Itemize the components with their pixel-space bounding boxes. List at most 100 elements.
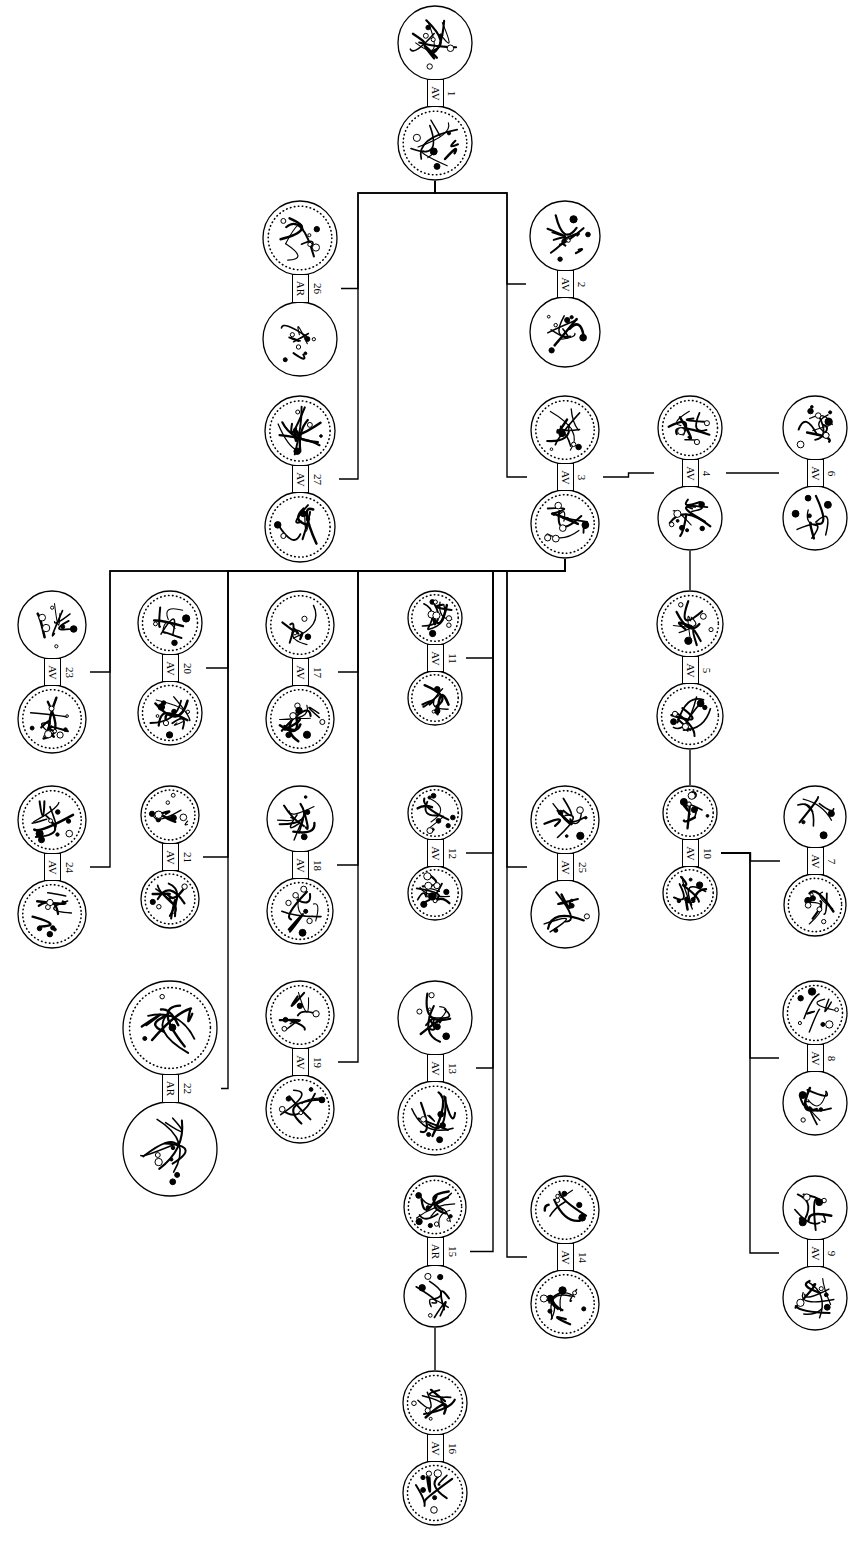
coin-pellet (39, 614, 46, 621)
coin-design-stroke (548, 916, 584, 929)
callout-number: 9 (826, 1250, 837, 1256)
coin-pellet (799, 1092, 806, 1099)
coin-pellet (55, 645, 58, 648)
coin-pellet (549, 348, 554, 353)
coin-pellet (545, 535, 551, 541)
coin-beading (536, 1275, 594, 1333)
coin-pellet (565, 318, 570, 323)
coin-beading (271, 1080, 329, 1138)
coin-pellet (421, 1117, 427, 1123)
coin-beading (271, 596, 329, 654)
coin-pellet (30, 726, 34, 730)
coin-outline (18, 685, 86, 753)
coin-pellet (798, 1021, 801, 1024)
coin-pellet (304, 909, 308, 913)
coin-pellet (143, 1037, 147, 1041)
coin-design-stroke (800, 797, 819, 822)
coin-design-stroke (566, 434, 571, 446)
metal-mark: AV (47, 860, 58, 874)
coin-design-stroke (810, 891, 834, 911)
coin-design-stroke (810, 523, 814, 538)
coin-design-stroke (824, 893, 827, 914)
coin-pellet (801, 1118, 805, 1122)
coin-design-stroke (165, 1144, 186, 1164)
metal-mark: AV (430, 846, 441, 860)
coin-design-stroke (573, 234, 579, 236)
coin-pellet (413, 134, 420, 141)
coin-design-stroke (576, 249, 582, 253)
coin-pellet (799, 1219, 806, 1226)
coin-design-stroke (163, 622, 175, 631)
metal-mark: AV (430, 86, 441, 100)
coin-design-stroke (159, 607, 160, 627)
callout-number: 18 (312, 860, 323, 871)
coin-pellet (447, 623, 451, 627)
coin-beading (667, 790, 713, 836)
coin-pellet (443, 1033, 450, 1040)
coin-beading (662, 596, 719, 653)
coin-pellet (584, 914, 589, 919)
coin-outline (408, 591, 462, 645)
coin-pair: AV16 (399, 1370, 471, 1526)
coin-pellet (309, 1088, 313, 1092)
coin-design-stroke (416, 1485, 425, 1506)
coin-pellet (180, 814, 187, 821)
coin-beading (536, 1181, 594, 1239)
coin-design-stroke (291, 407, 305, 433)
coin-pellet (53, 729, 57, 733)
metal-band: AV (807, 1239, 824, 1267)
coin-design-stroke (674, 884, 684, 900)
coin-pellet (438, 1274, 443, 1279)
coin-outline (404, 1265, 466, 1327)
coin-pellet (300, 511, 306, 517)
coin-design-stroke (430, 1390, 443, 1397)
metal-mark: AV (165, 850, 176, 864)
coin-design-stroke (441, 1291, 449, 1309)
coin-pellet (572, 442, 576, 446)
coin-design-stroke (556, 215, 577, 234)
coin-pair: AR26 (259, 200, 341, 377)
lineage-line (221, 559, 565, 1089)
coin-pellet (427, 1133, 431, 1137)
coin-pellet (302, 616, 307, 621)
coin-pellet (438, 1111, 444, 1117)
coin-beading (667, 870, 713, 916)
coin-design-stroke (280, 804, 305, 824)
coin-outline (266, 685, 334, 753)
coin-pellet (320, 719, 325, 724)
coin-pellet (577, 1202, 582, 1207)
coin-design-stroke (424, 799, 448, 820)
coin-design-stroke (431, 1208, 450, 1221)
coin-pellet (797, 1299, 804, 1306)
coin-design-stroke (693, 630, 701, 645)
coin-outline (18, 880, 86, 948)
coin-beading (268, 206, 332, 270)
coin-outline (398, 981, 472, 1055)
coin-outline (266, 1075, 334, 1143)
coin-design-stroke (289, 892, 307, 920)
metal-band: AV (807, 1044, 824, 1072)
coin-design-stroke (804, 994, 819, 1019)
coin-design-stroke (421, 1103, 427, 1132)
coin-pellet (426, 1471, 431, 1476)
coin-beading (407, 1375, 462, 1430)
coin-pellet (290, 333, 294, 337)
coin-design-stroke (795, 1210, 820, 1224)
coin-pellet (419, 1285, 425, 1291)
coin-pellet (279, 1106, 285, 1112)
coin-design-stroke (185, 821, 188, 825)
metal-mark: AV (560, 1250, 571, 1264)
coin-pair: AV9 (779, 1175, 851, 1331)
coin-outline (783, 1176, 847, 1240)
coin-outline (783, 1266, 847, 1330)
metal-band: AV (292, 465, 309, 493)
coin-pellet (293, 892, 299, 898)
coin-pellet (162, 701, 166, 705)
coin-outline (408, 671, 462, 725)
coin-pellet (299, 929, 306, 936)
coin-outline (141, 870, 199, 928)
coin-pellet (286, 1096, 291, 1101)
metal-mark: AR (165, 1081, 176, 1096)
